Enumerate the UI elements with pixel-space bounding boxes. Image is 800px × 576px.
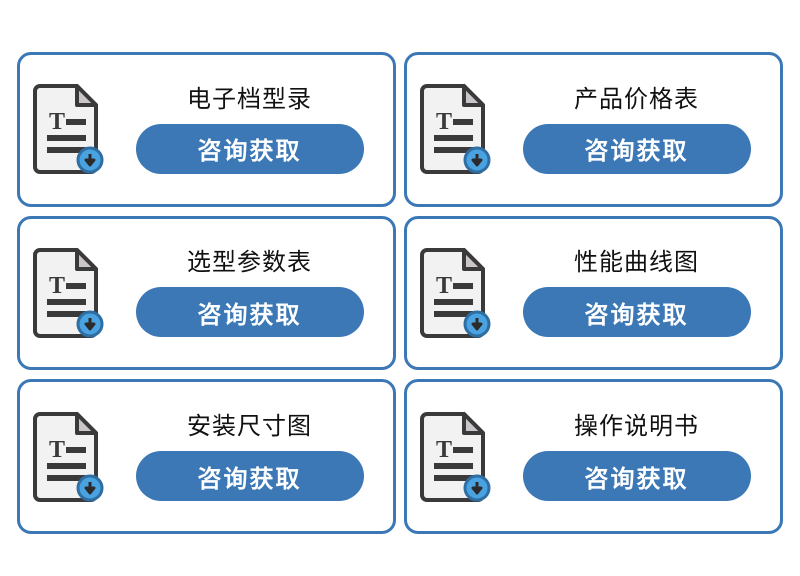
card-title: 安装尺寸图: [187, 413, 312, 441]
document-download-icon: T: [20, 219, 116, 368]
card-body: 操作说明书 咨询获取: [503, 382, 780, 531]
svg-text:T: T: [436, 109, 452, 135]
consult-button[interactable]: 咨询获取: [135, 451, 364, 502]
download-card[interactable]: T 选型参数表 咨询获取: [17, 215, 396, 371]
consult-button[interactable]: 咨询获取: [522, 123, 751, 174]
card-title: 性能曲线图: [574, 249, 699, 277]
consult-button[interactable]: 咨询获取: [135, 123, 364, 174]
consult-button[interactable]: 咨询获取: [522, 451, 751, 502]
card-title: 电子档型录: [187, 85, 312, 113]
svg-text:T: T: [49, 273, 65, 299]
consult-button[interactable]: 咨询获取: [135, 287, 364, 338]
svg-text:T: T: [49, 109, 65, 135]
document-download-icon-svg: T: [33, 84, 104, 175]
download-card[interactable]: T 电子档型录 咨询获取: [17, 52, 396, 207]
document-download-icon-svg: T: [33, 411, 104, 502]
document-download-icon-svg: T: [420, 247, 491, 338]
card-body: 产品价格表 咨询获取: [503, 55, 780, 204]
download-card[interactable]: T 操作说明书 咨询获取: [404, 379, 783, 534]
download-card[interactable]: T 安装尺寸图 咨询获取: [17, 379, 396, 534]
card-title: 选型参数表: [187, 249, 312, 277]
svg-text:T: T: [436, 273, 452, 299]
card-body: 电子档型录 咨询获取: [116, 55, 393, 204]
document-download-icon-svg: T: [420, 411, 491, 502]
svg-text:T: T: [49, 437, 65, 463]
document-download-icon-svg: T: [33, 247, 104, 338]
card-title: 产品价格表: [574, 85, 699, 113]
document-download-icon: T: [20, 382, 116, 531]
card-body: 安装尺寸图 咨询获取: [116, 382, 393, 531]
document-download-icon: T: [407, 55, 503, 204]
card-title: 操作说明书: [574, 413, 699, 441]
card-body: 选型参数表 咨询获取: [116, 219, 393, 368]
document-download-icon-svg: T: [420, 84, 491, 175]
document-download-icon: T: [20, 55, 116, 204]
svg-text:T: T: [436, 437, 452, 463]
download-card[interactable]: T 产品价格表 咨询获取: [404, 52, 783, 207]
document-download-icon: T: [407, 382, 503, 531]
card-body: 性能曲线图 咨询获取: [503, 219, 780, 368]
consult-button[interactable]: 咨询获取: [522, 287, 751, 338]
download-card[interactable]: T 性能曲线图 咨询获取: [404, 215, 783, 371]
download-card-grid: T 电子档型录 咨询获取 T: [17, 52, 783, 534]
document-download-icon: T: [407, 219, 503, 368]
